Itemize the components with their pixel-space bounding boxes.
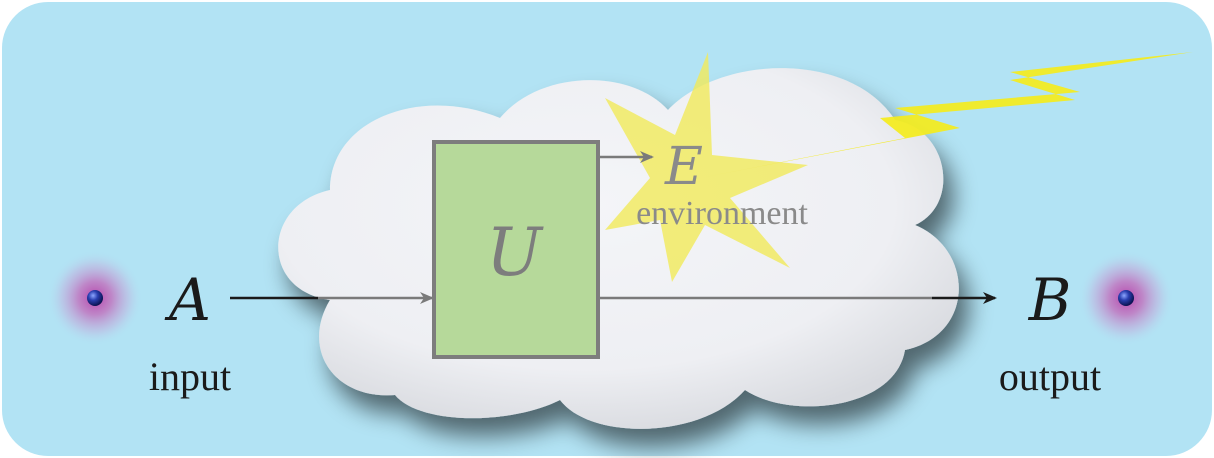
input-symbol: A	[164, 266, 211, 334]
unitary-symbol: U	[486, 214, 544, 291]
input-particle	[87, 290, 103, 306]
unitary-box	[432, 140, 600, 359]
cloud-shape	[278, 68, 959, 429]
output-particle	[1118, 290, 1134, 306]
environment-star	[605, 52, 808, 282]
output-symbol: B	[1028, 266, 1072, 334]
environment-symbol: E	[664, 137, 703, 197]
environment-label: environment	[636, 195, 808, 232]
output-label: output	[999, 354, 1101, 399]
input-label: input	[149, 354, 231, 399]
